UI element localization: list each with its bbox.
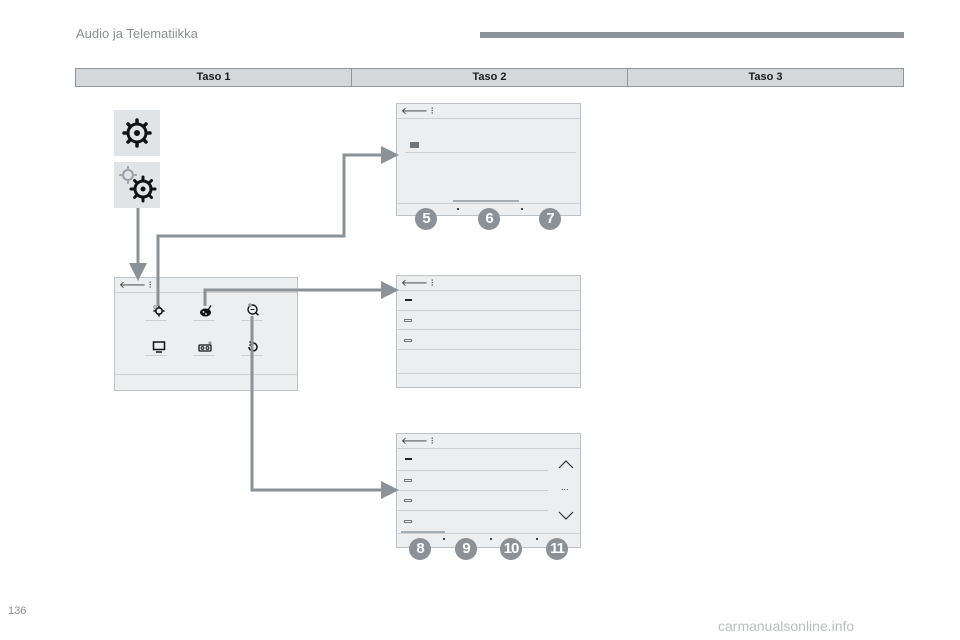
settings-multi-gear-icon: [119, 166, 157, 203]
row-divider: [397, 490, 548, 491]
palette-icon[interactable]: [199, 304, 213, 318]
marker-11: 11: [546, 538, 568, 560]
gear-icon[interactable]: [152, 304, 166, 318]
page-indicator: [453, 200, 519, 202]
row-divider: [397, 349, 580, 350]
page-dot: [490, 538, 492, 540]
page-dot: [443, 538, 445, 540]
list-item-icon[interactable]: [404, 319, 412, 322]
list-dash-icon: [405, 458, 412, 460]
screen-bottom-divider: [115, 374, 297, 375]
row-divider: [397, 510, 548, 511]
list-item-icon[interactable]: [404, 520, 412, 523]
back-arrow-icon[interactable]: 🡐 ⁝: [401, 278, 434, 289]
row-divider: [397, 329, 580, 330]
chevron-down-icon[interactable]: [558, 511, 574, 521]
chevron-up-icon[interactable]: [558, 459, 574, 469]
header-title: Audio ja Telematiikka: [76, 26, 198, 41]
watermark: carmanualsonline.info: [718, 618, 855, 634]
screen-bottom-divider: [397, 203, 580, 204]
grid-underline: [193, 355, 215, 356]
row-divider: [397, 373, 580, 374]
middle-submenu-screen: 🡐 ⁝: [396, 275, 581, 388]
marker-7: 7: [539, 208, 561, 230]
arrow-gear-to-top: [156, 146, 399, 306]
settings-tile[interactable]: [114, 110, 160, 156]
level-header-1: Taso 1: [196, 71, 231, 83]
list-item-icon[interactable]: [404, 479, 412, 482]
settings-gear-icon: [122, 118, 152, 148]
screen-top-bar: [397, 276, 580, 291]
screen-top-bar: [397, 434, 580, 449]
arrow-palette-to-middle: [203, 281, 399, 306]
back-arrow-icon[interactable]: 🡐 ⁝: [401, 106, 434, 117]
marker-6: 6: [478, 208, 500, 230]
back-arrow-icon[interactable]: 🡐 ⁝: [119, 280, 152, 291]
screen-top-bar: [397, 104, 580, 119]
page-indicator: [401, 531, 445, 533]
marker-8: 8: [409, 538, 431, 560]
settings-multi-tile[interactable]: [114, 162, 160, 208]
list-item-icon[interactable]: [404, 339, 412, 342]
level-header-3: Taso 3: [627, 69, 903, 86]
grid-underline: [145, 355, 167, 356]
scroll-ellipsis: ...: [561, 482, 569, 492]
top-submenu-screen: 🡐 ⁝: [396, 103, 581, 216]
list-item-icon[interactable]: [404, 499, 412, 502]
row-divider: [397, 310, 580, 311]
list-dash-icon: [405, 299, 412, 301]
monitor-icon[interactable]: [152, 340, 166, 354]
grid-underline: [145, 320, 167, 321]
back-arrow-icon[interactable]: 🡐 ⁝: [401, 436, 434, 447]
page-dot: [536, 538, 538, 540]
marker-10: 10: [500, 538, 522, 560]
row-divider: [405, 152, 576, 153]
row-divider: [397, 470, 548, 471]
marker-9: 9: [455, 538, 477, 560]
level-table: Taso 1 Taso 2 Taso 3: [75, 68, 904, 87]
grid-underline: [193, 320, 215, 321]
bottom-submenu-screen: 🡐 ⁝ ...: [396, 433, 581, 548]
level-header-2: Taso 2: [351, 69, 627, 86]
marker-5: 5: [415, 208, 437, 230]
radio-icon[interactable]: [198, 340, 212, 354]
page-dot: [521, 208, 523, 210]
page-dot: [457, 208, 459, 210]
arrow-search-to-bottom: [250, 316, 399, 499]
search-settings-icon[interactable]: [246, 302, 260, 316]
list-icon[interactable]: [410, 142, 419, 148]
page-number: 136: [8, 605, 27, 617]
header-bar: [480, 32, 904, 38]
screen-bottom-divider: [397, 533, 580, 534]
